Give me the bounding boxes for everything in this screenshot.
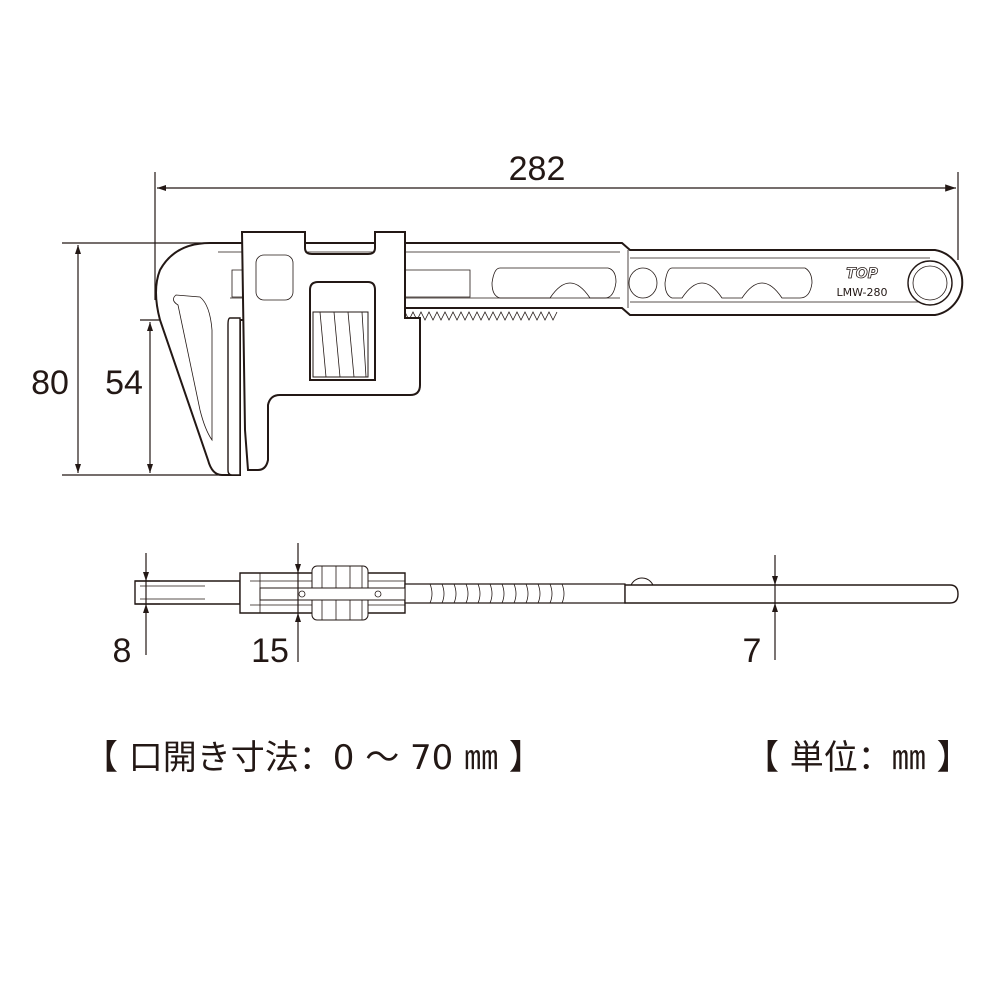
dimension-jaw-thickness: 8 <box>113 553 160 670</box>
svg-text:54: 54 <box>105 364 143 402</box>
svg-text:80: 80 <box>31 364 69 402</box>
svg-text:7: 7 <box>743 632 762 670</box>
dimension-slider-thickness: 15 <box>251 543 301 670</box>
svg-text:15: 15 <box>251 632 289 670</box>
dimension-handle-thickness: 7 <box>743 555 778 670</box>
svg-text:8: 8 <box>113 632 132 670</box>
brand-logo: TOP <box>846 266 878 282</box>
unit-note: 【 単位：㎜ 】 <box>745 738 971 778</box>
model-label: LMW-280 <box>836 286 887 299</box>
wrench-top-view: TOP LMW-280 <box>155 231 964 476</box>
opening-range-note: 【 口開き寸法：0 ～ 70 ㎜ 】 <box>84 738 543 778</box>
wrench-side-view <box>134 565 959 621</box>
dimension-length: 282 <box>154 150 959 300</box>
svg-text:282: 282 <box>509 150 566 188</box>
dimension-height: 80 <box>31 242 240 476</box>
